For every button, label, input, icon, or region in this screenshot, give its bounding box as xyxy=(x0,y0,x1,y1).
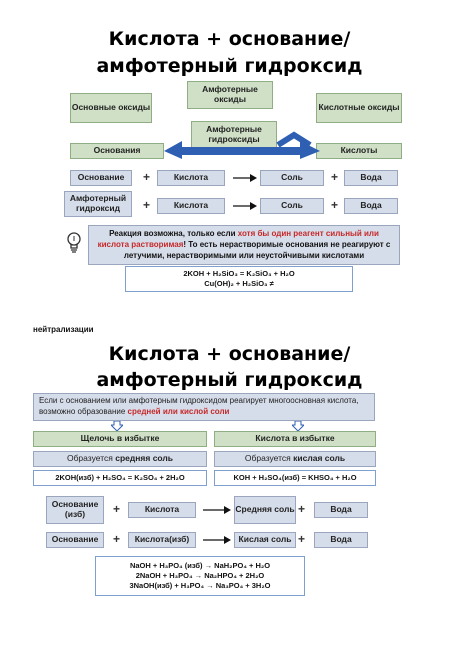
water-box: Вода xyxy=(314,502,368,518)
title-2-line-1: Кислота + основание/ xyxy=(108,343,351,365)
equation-line: 2KOH + H₂SiO₃ = K₂SiO₃ + H₂O xyxy=(183,268,295,278)
arrow-right-icon xyxy=(233,202,257,210)
forms-text: Образуется xyxy=(66,453,113,464)
acidic-oxides-box: Кислотные оксиды xyxy=(316,93,402,123)
plus-sign: + xyxy=(113,532,121,546)
middle-salt-word: средняя соль xyxy=(115,453,174,464)
intro-text: Если с основанием или амфотерным гидрокс… xyxy=(39,396,359,416)
equation-line: 3NaOH(изб) + H₃PO₄ → Na₃PO₄ + 3H₂O xyxy=(129,581,271,591)
acid-box: Кислота xyxy=(128,502,196,518)
forms-middle-salt: Образуется средняя соль xyxy=(33,451,207,467)
equation-line: 2NaOH + H₃PO₄ → Na₂HPO₄ + 2H₂O xyxy=(135,570,265,580)
plus-sign: + xyxy=(143,198,151,212)
note-highlight: хотя бы один реагент сильный или кислота… xyxy=(97,229,379,249)
acid-excess-box: Кислота в избытке xyxy=(214,431,376,447)
water-box: Вода xyxy=(344,170,398,186)
acid-salt-box: Кислая соль xyxy=(234,532,296,548)
note-text-2: ! То есть нерастворимые основания не реа… xyxy=(123,239,391,260)
intro-box: Если с основанием или амфотерным гидрокс… xyxy=(33,393,375,421)
amphoteric-oxides-box: Амфотерные оксиды xyxy=(187,81,273,109)
down-arrow-icon xyxy=(111,421,123,431)
forms-text: Образуется xyxy=(244,453,291,464)
double-arrow-icon xyxy=(164,131,320,159)
basic-oxides-box: Основные оксиды xyxy=(70,93,152,123)
acid-salt-word: кислая соль xyxy=(293,453,346,464)
equation-line: 2KOH(изб) + H₂SO₄ = K₂SO₄ + 2H₂O xyxy=(55,472,185,482)
plus-sign: + xyxy=(298,502,306,516)
alkali-excess-box: Щелочь в избытке xyxy=(33,431,207,447)
acid-box: Кислота xyxy=(157,198,225,214)
base-box: Основание xyxy=(46,532,104,548)
base-box: Основание xyxy=(70,170,132,186)
amphoteric-hydroxides-box: Амфотерные гидроксиды xyxy=(191,121,277,149)
equation-box-left: 2KOH(изб) + H₂SO₄ = K₂SO₄ + 2H₂O xyxy=(33,470,207,486)
equation-line: Cu(OH)₂ + H₂SiO₃ ≠ xyxy=(204,279,274,288)
title-2-line-2: амфотерный гидроксид xyxy=(96,369,363,391)
salt-box: Соль xyxy=(260,170,324,186)
arrow-right-icon xyxy=(203,536,231,544)
reaction-condition-note: Реакция возможна, только если хотя бы од… xyxy=(88,225,400,265)
middle-salt-box: Средняя соль xyxy=(234,496,296,524)
salt-box: Соль xyxy=(260,198,324,214)
plus-sign: + xyxy=(331,170,339,184)
title-1-line-2: амфотерный гидроксид xyxy=(96,55,363,77)
note-text: Реакция возможна, только если xyxy=(109,229,238,238)
equation-box-phosphoric: NaOH + H₃PO₄ (изб) → NaH₂PO₄ + H₂O 2NaOH… xyxy=(95,556,305,596)
water-box: Вода xyxy=(314,532,368,548)
bases-box: Основания xyxy=(70,143,164,159)
water-box: Вода xyxy=(344,198,398,214)
down-arrow-icon xyxy=(292,421,304,431)
section-label: нейтрализации xyxy=(33,325,94,334)
acid-excess-box: Кислота(изб) xyxy=(128,532,196,548)
acid-box: Кислота xyxy=(157,170,225,186)
acids-box: Кислоты xyxy=(316,143,402,159)
intro-highlight: средней или кислой соли xyxy=(127,406,230,416)
plus-sign: + xyxy=(113,502,121,516)
arrow-right-icon xyxy=(233,174,257,182)
plus-sign: + xyxy=(143,170,151,184)
equation-line: NaOH + H₃PO₄ (изб) → NaH₂PO₄ + H₂O xyxy=(129,560,271,570)
lightbulb-icon xyxy=(67,232,81,253)
base-excess-box: Основание (изб) xyxy=(46,496,104,524)
forms-acid-salt: Образуется кислая соль xyxy=(214,451,376,467)
title-1-line-1: Кислота + основание/ xyxy=(108,28,351,50)
equation-box-right: KOH + H₂SO₄(изб) = KHSO₄ + H₂O xyxy=(214,470,376,486)
plus-sign: + xyxy=(298,532,306,546)
amphoteric-hydroxide-box: Амфотерный гидроксид xyxy=(64,191,132,217)
plus-sign: + xyxy=(331,198,339,212)
equation-line: KOH + H₂SO₄(изб) = KHSO₄ + H₂O xyxy=(233,472,357,482)
equation-box-1: 2KOH + H₂SiO₃ = K₂SiO₃ + H₂O Cu(OH)₂ + H… xyxy=(125,266,353,292)
arrow-right-icon xyxy=(203,506,231,514)
